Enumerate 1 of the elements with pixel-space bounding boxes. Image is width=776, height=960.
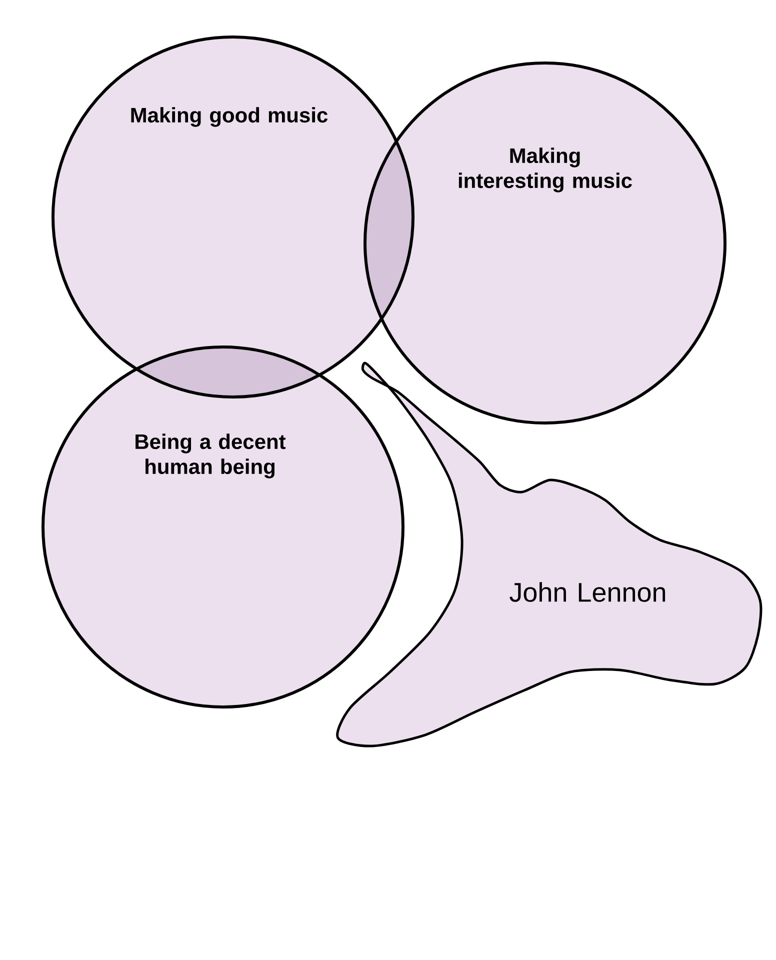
node-label: John Lennon [510,582,666,602]
